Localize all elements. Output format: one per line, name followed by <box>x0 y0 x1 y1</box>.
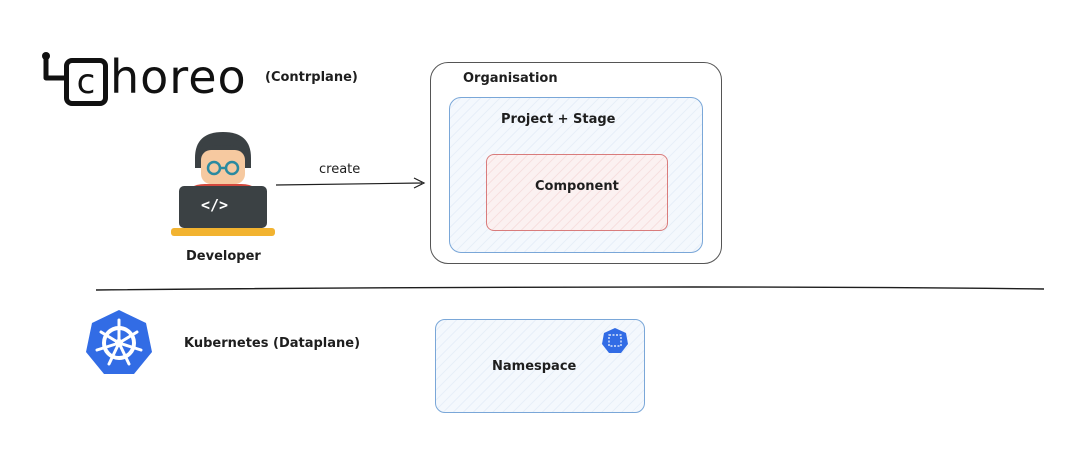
create-arrow <box>275 177 426 189</box>
project-stage-label: Project + Stage <box>501 112 616 127</box>
namespace-icon <box>602 328 628 353</box>
plane-divider <box>95 286 1045 291</box>
component-label: Component <box>535 179 619 194</box>
logo-plug-icon <box>42 52 66 81</box>
component-box <box>486 154 668 231</box>
organisation-label: Organisation <box>463 71 558 86</box>
developer-icon <box>171 132 275 236</box>
kubernetes-logo-icon <box>86 310 152 374</box>
logo-initial-box: c <box>64 58 108 106</box>
create-label: create <box>319 162 361 177</box>
laptop-code-glyph: </> <box>201 196 229 214</box>
kubernetes-label: Kubernetes (Dataplane) <box>184 336 361 351</box>
controlplane-caption: (Contrplane) <box>265 70 358 85</box>
namespace-label: Namespace <box>492 359 577 374</box>
logo-word: horeo <box>110 50 247 104</box>
developer-label: Developer <box>186 249 261 264</box>
namespace-box <box>435 319 645 413</box>
